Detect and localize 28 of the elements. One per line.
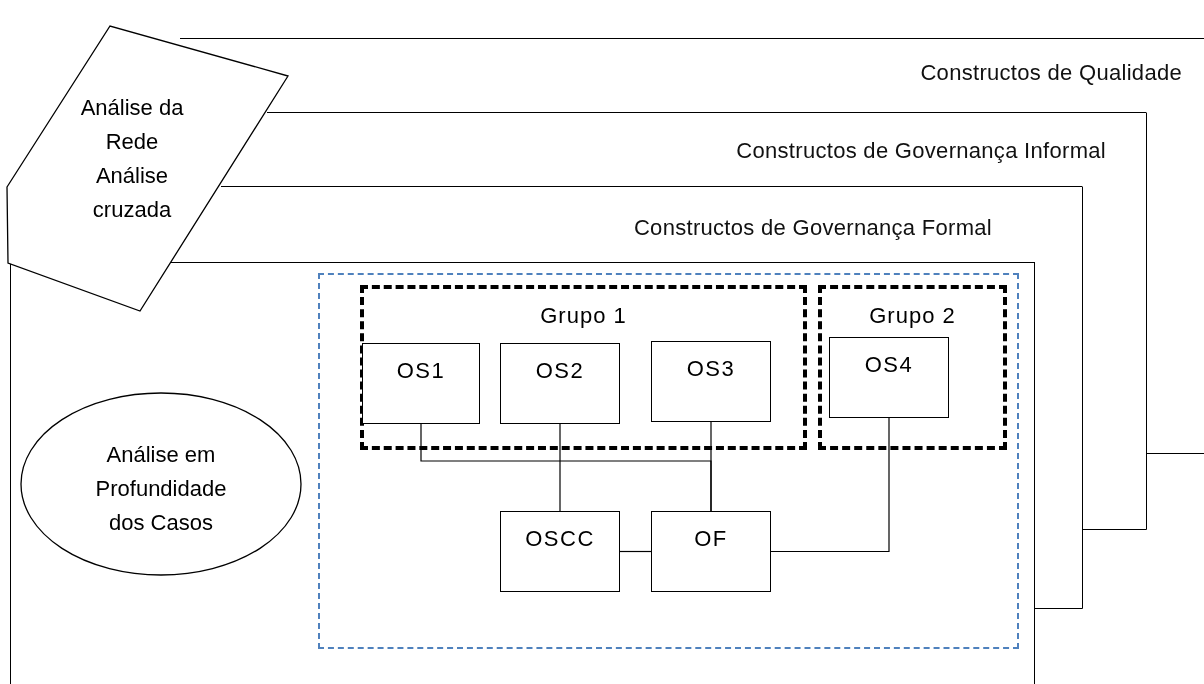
process-box: [829, 337, 949, 418]
process-box: [500, 343, 620, 424]
group-box: [818, 285, 1007, 450]
frame-title: Constructos de Qualidade: [920, 60, 1182, 86]
box-label: OS1: [395, 358, 447, 384]
process-box: [362, 343, 480, 424]
shape-text: Análise cruzada: [91, 162, 173, 224]
ellipse-text: Análise em Profundidade dos Casos: [94, 441, 228, 537]
ellipse-shape: [20, 392, 302, 576]
box-label: OS4: [863, 352, 915, 378]
group-box: [360, 285, 807, 450]
box-label: OS2: [534, 358, 586, 384]
frame-title: Constructos de Governança Informal: [736, 138, 1106, 164]
dashed-boundary: [318, 273, 1019, 649]
process-box: [651, 341, 771, 422]
group-title: Grupo 2: [868, 303, 957, 329]
connector-line: [619, 550, 652, 553]
shape-text: Análise da Rede: [80, 94, 184, 156]
connector-line: [770, 417, 890, 553]
box-label: OSCC: [524, 526, 596, 552]
connector-line: [559, 423, 561, 512]
box-label: OS3: [685, 356, 737, 382]
frame-title: Constructos de Governança Formal: [633, 215, 992, 241]
connector-line: [710, 421, 712, 512]
process-box: [651, 511, 771, 592]
box-label: OF: [693, 526, 729, 552]
process-box: [500, 511, 620, 592]
group-title: Grupo 1: [539, 303, 628, 329]
